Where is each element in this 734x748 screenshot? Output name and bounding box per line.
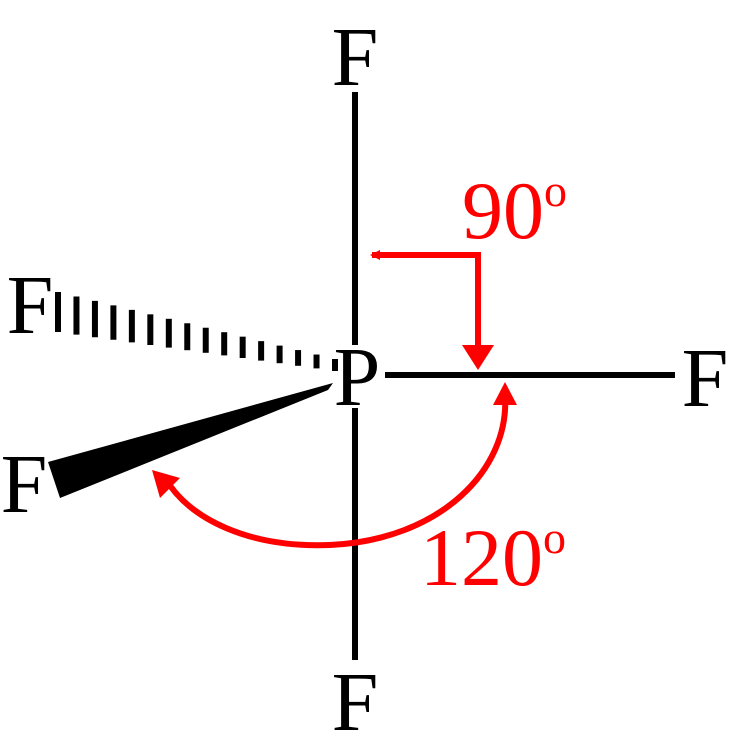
angle-arrow-90 (370, 250, 481, 350)
atom-f-equatorial-right: F (682, 332, 729, 425)
atom-f-equatorial-back: F (7, 259, 54, 352)
bond-solid-wedge (48, 383, 333, 498)
atom-f-axial-bottom: F (332, 656, 379, 748)
angle-arc-120-head-end (152, 470, 180, 498)
atom-f-equatorial-front: F (1, 438, 48, 531)
bond-hashed-wedge (55, 292, 338, 371)
angle-arc-120-head-start (493, 382, 517, 405)
atom-f-axial-top: F (332, 11, 379, 104)
angle-label-90: 90o (462, 165, 567, 256)
angle-label-120: 120o (420, 512, 566, 603)
atom-p-center: P (334, 331, 381, 424)
angle-arrow-90-head-down (462, 345, 494, 370)
angle-arc-120 (162, 394, 509, 549)
